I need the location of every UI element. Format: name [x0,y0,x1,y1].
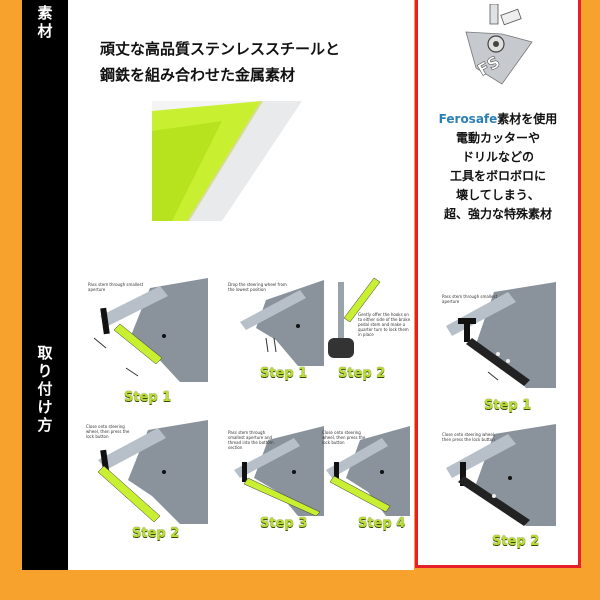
step2b-caption: Gently offer the hooks on to either side… [358,312,411,337]
ferosafe-logo-icon: FS [465,4,533,85]
step3-caption: Pass stem through smallest aperture and … [228,430,274,450]
step3-label: Step 3 [260,516,308,531]
main-content: 頑丈な高品質ステンレススチールと 鋼鉄を組み合わせた金属素材 Pass stem… [68,0,414,570]
material-swatch-image [152,101,332,221]
step1-caption: Pass stem through smallest aperture [88,282,144,292]
sidebar-label-material: 素 材 [37,4,53,40]
step4-caption: Close onto steering wheel, then press th… [322,430,366,445]
step3-illustration [234,426,324,516]
step2-label: Step 2 [132,526,180,541]
material-headline: 頑丈な高品質ステンレススチールと 鋼鉄を組み合わせた金属素材 [100,40,341,84]
panel-step2-caption: Close onto steering wheel, then press th… [442,432,496,442]
panel-step2-illustration [446,424,556,526]
step2b-label: Step 2 [338,366,386,381]
sidebar: 素 材 取 り 付 け 方 [22,0,68,570]
step1b-caption: Drop the steering wheel from the lowest … [228,282,287,292]
step4-illustration [326,426,410,516]
step4-label: Step 4 [358,516,406,531]
brand-name: Ferosafe [438,112,498,126]
ferosafe-description: Ferosafe素材を使用 電動カッターや ドリルなどの 工具をボロボロに 壊し… [438,112,558,221]
step1-illustration [93,278,208,382]
step1b-label: Step 1 [260,366,308,381]
ferosafe-panel: FS Ferosafe素材を使用 電動カッターや ドリルなどの 工具をボロボロに… [415,0,581,568]
panel-step1-illustration [446,282,556,388]
panel-step2-label: Step 2 [492,534,540,549]
step1b-illustration [240,280,324,366]
panel-step1-label: Step 1 [484,398,532,413]
panel-step1-caption: Pass stem through smallest aperture [442,294,498,304]
step2-illustration [97,420,208,524]
step1-label: Step 1 [124,390,172,405]
step2-caption: Close onto steering wheel, then press th… [86,424,130,439]
step2b-illustration [328,278,381,358]
sidebar-label-installation: 取 り 付 け 方 [37,344,53,434]
